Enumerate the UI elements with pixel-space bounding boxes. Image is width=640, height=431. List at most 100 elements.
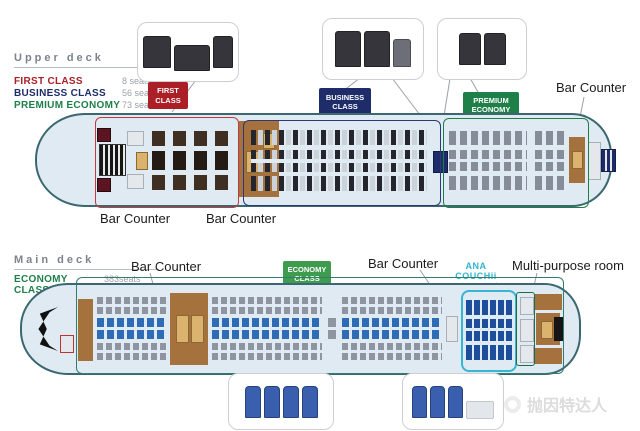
- legend-economy-class-count: 383seats: [104, 274, 141, 284]
- ana-couch-label: ANA COUCHii: [452, 261, 500, 282]
- first-class-suite-icon: [143, 36, 171, 68]
- economy-seat-icon: [244, 385, 261, 418]
- first-class-seat-photo: [137, 22, 239, 82]
- upper-deck-fuselage: [35, 113, 616, 207]
- watermark-text: 抛因特达人: [527, 398, 608, 415]
- economy-center-seats: [212, 318, 322, 339]
- business-seat-icon: [335, 31, 361, 67]
- galley-monument: [541, 321, 553, 339]
- ana-couch-seats: [466, 300, 512, 315]
- first-class-suite-icon: [174, 45, 210, 71]
- couch-seat-icon: [430, 385, 445, 418]
- premium-economy-seats: [449, 150, 527, 171]
- legend-premium-economy-count: 73 seats: [122, 100, 157, 110]
- business-seat-icon: [364, 31, 390, 67]
- bar-counter-monument: [572, 151, 583, 169]
- economy-seats: [342, 343, 442, 360]
- bar-counter-label-upper-tail: Bar Counter: [556, 80, 627, 95]
- galley-monument: [191, 315, 204, 343]
- economy-seats: [97, 343, 167, 360]
- premium-economy-seat-photo: [437, 18, 527, 80]
- economy-seats: [342, 297, 442, 314]
- tail-galley: [534, 294, 562, 310]
- upper-front-seat-icon: [97, 128, 111, 142]
- bar-counter-label-main-mid: Bar Counter: [368, 256, 439, 271]
- lavatory-block: [520, 297, 534, 315]
- tail-bar-counter: [569, 137, 585, 183]
- economy-badge-line1: ECONOMY: [287, 264, 327, 274]
- tail-galley: [534, 348, 562, 364]
- first-class-seats: [152, 175, 232, 190]
- legend-first-class: FIRST CLASS: [14, 76, 83, 87]
- ana-couch-line1: ANA: [465, 261, 487, 271]
- couch-footrest-icon: [466, 400, 494, 419]
- economy-seats: [328, 318, 336, 339]
- lavatory-block: [127, 174, 144, 189]
- business-class-seats: [251, 150, 427, 172]
- premium-economy-seats: [449, 131, 527, 145]
- ana-couch-seats: [466, 345, 512, 360]
- lavatory-block: [520, 345, 534, 363]
- economy-badge-line2: CLASS: [294, 274, 320, 283]
- first-class-badge-line2: CLASS: [155, 95, 181, 105]
- legend-business-class: BUSINESS CLASS: [14, 88, 106, 99]
- economy-seat-photo: [228, 373, 334, 430]
- ana-couch-seats: [466, 319, 512, 341]
- watermark-logo-icon: [504, 395, 521, 413]
- multi-purpose-zone-outline: [516, 292, 535, 366]
- main-deck-legend: ECONOMY CLASS 383seats: [14, 274, 194, 296]
- stairs-icon: [38, 307, 58, 351]
- watermark: 抛因特达人: [504, 392, 607, 416]
- premium-economy-seats: [535, 176, 565, 190]
- legend-business-class-count: 56 seats: [122, 88, 157, 98]
- upper-deck-legend: FIRST CLASS 8 seats BUSINESS CLASS 56 se…: [14, 76, 194, 111]
- economy-seats: [97, 297, 167, 314]
- legend-economy-class: ECONOMY CLASS: [14, 274, 68, 296]
- multi-purpose-room-label: Multi-purpose room: [512, 258, 624, 273]
- ana-couch-line2: COUCHii: [455, 271, 497, 282]
- couch-seat-icon: [448, 385, 463, 418]
- galley-monument: [176, 315, 189, 343]
- premium-economy-seat-icon: [458, 33, 481, 65]
- legend-first-class-count: 8 seats: [122, 76, 152, 86]
- first-class-seats: [152, 151, 232, 170]
- economy-seats: [212, 343, 322, 360]
- bar-counter-label-upper-front: Bar Counter: [100, 211, 171, 226]
- main-deck-fuselage: [20, 283, 581, 375]
- business-class-seat-photo: [322, 18, 424, 80]
- ana-couch-zone-outline: [461, 290, 517, 372]
- economy-seat-icon: [301, 385, 318, 418]
- economy-center-seats: [342, 318, 442, 339]
- business-seat-icon: [393, 39, 411, 67]
- first-class-seats: [152, 131, 232, 146]
- first-class-bar-counter: [136, 152, 148, 170]
- first-class-suite-icon: [213, 36, 233, 68]
- couch-seat-icon: [412, 385, 427, 418]
- economy-seat-icon: [263, 385, 280, 418]
- main-bar-counter-monument: [446, 316, 458, 342]
- first-class-badge-line1: FIRST: [157, 86, 179, 96]
- premium-economy-badge-line1: PREMIUM: [473, 95, 509, 105]
- stairs-icon: [99, 144, 126, 176]
- premium-economy-badge-line2: ECONOMY: [471, 105, 511, 114]
- legend-premium-economy: PREMIUM ECONOMY: [14, 100, 121, 111]
- economy-center-seats: [97, 318, 167, 339]
- main-deck-title: Main deck: [14, 254, 159, 270]
- front-galley-box: [60, 335, 74, 353]
- business-class-badge-line2: CLASS: [332, 102, 358, 111]
- lavatory-block: [588, 142, 601, 180]
- upper-deck-title: Upper deck: [14, 52, 174, 68]
- economy-seats: [212, 297, 322, 314]
- premium-economy-zone-outline: [443, 118, 589, 208]
- multi-purpose-room-monument: [520, 319, 534, 342]
- upper-front-seat-icon: [97, 178, 111, 192]
- premium-economy-seats: [535, 150, 565, 171]
- business-class-zone-outline: [243, 120, 441, 206]
- business-class-seats: [251, 176, 427, 191]
- business-class-seats: [251, 130, 427, 145]
- business-class-badge: BUSINESS CLASS: [319, 88, 371, 116]
- first-class-badge: FIRST CLASS: [148, 82, 188, 109]
- front-galley: [78, 299, 93, 361]
- lavatory-block: [127, 131, 144, 146]
